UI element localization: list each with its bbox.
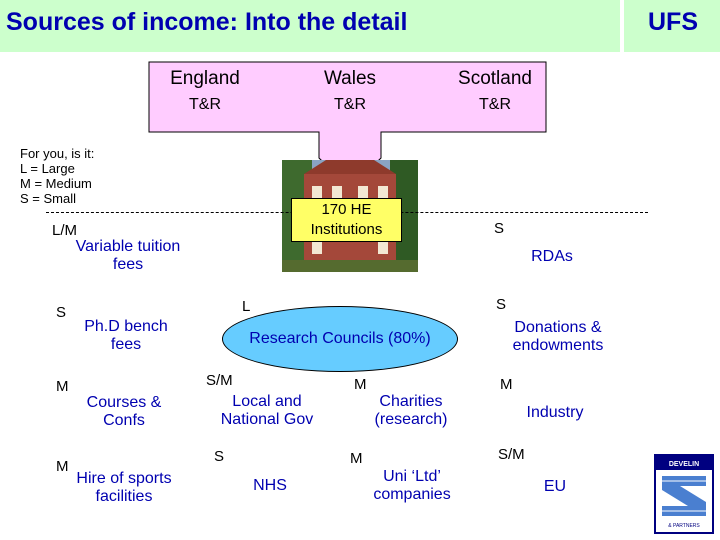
size-phd: S bbox=[56, 304, 67, 321]
size-sports: M bbox=[56, 458, 69, 475]
funder-scotland: Scotland bbox=[458, 68, 532, 89]
node-phd: Ph.D bench fees bbox=[70, 312, 182, 360]
node-charities: Charities (research) bbox=[348, 386, 474, 436]
size-eu: S/M bbox=[498, 446, 525, 463]
node-eu: EU bbox=[496, 460, 614, 514]
node-research: Research Councils (80%) bbox=[222, 306, 458, 372]
node-tuition: Variable tuition fees bbox=[70, 232, 186, 280]
node-courses: Courses & Confs bbox=[76, 388, 172, 436]
label-uni: Uni ‘Ltd’ companies bbox=[373, 468, 451, 503]
node-sports: Hire of sports facilities bbox=[76, 458, 172, 518]
develin-logo-suffix: & PARTNERS bbox=[668, 523, 700, 529]
brand-label: UFS bbox=[648, 8, 698, 36]
size-tuition: L/M bbox=[52, 222, 78, 239]
label-industry: Industry bbox=[526, 404, 584, 421]
node-nhs: NHS bbox=[206, 460, 334, 512]
size-industry: M bbox=[500, 376, 513, 393]
funder-england: England bbox=[170, 68, 240, 89]
label-local: Local and National Gov bbox=[220, 393, 314, 428]
size-uni: M bbox=[350, 450, 363, 467]
develin-logo-name: DEVELIN bbox=[669, 461, 699, 468]
label-tuition: Variable tuition fees bbox=[75, 238, 181, 273]
size-local: S/M bbox=[206, 372, 233, 389]
title-bar bbox=[0, 0, 620, 52]
size-legend: For you, is it: L = Large M = Medium S =… bbox=[20, 146, 95, 206]
size-rdas: S bbox=[494, 220, 505, 237]
label-research: Research Councils (80%) bbox=[249, 330, 431, 347]
node-uni: Uni ‘Ltd’ companies bbox=[350, 460, 474, 512]
funder-scotland-sub: T&R bbox=[479, 96, 511, 113]
label-sports: Hire of sports facilities bbox=[76, 470, 172, 505]
node-donations: Donations & endowments bbox=[496, 312, 620, 362]
label-courses: Courses & Confs bbox=[86, 394, 162, 429]
funder-wales-sub: T&R bbox=[334, 96, 366, 113]
size-charities: M bbox=[354, 376, 367, 393]
brand-bar bbox=[624, 0, 720, 52]
size-nhs: S bbox=[214, 448, 225, 465]
size-donations: S bbox=[496, 296, 507, 313]
label-phd: Ph.D bench fees bbox=[84, 318, 168, 353]
size-courses: M bbox=[56, 378, 69, 395]
node-industry: Industry bbox=[500, 392, 610, 434]
funder-wales: Wales bbox=[323, 68, 377, 89]
center-label: 170 HE Institutions bbox=[310, 201, 383, 238]
label-charities: Charities (research) bbox=[374, 393, 448, 428]
label-eu: EU bbox=[543, 478, 567, 495]
center-box: 170 HE Institutions bbox=[291, 198, 402, 242]
develin-logo: DEVELIN & PARTNERS bbox=[654, 454, 714, 534]
funder-england-sub: T&R bbox=[189, 96, 221, 113]
label-rdas: RDAs bbox=[531, 248, 573, 265]
label-nhs: NHS bbox=[253, 477, 287, 494]
size-research: L bbox=[242, 298, 251, 315]
node-local: Local and National Gov bbox=[204, 386, 330, 436]
page-title: Sources of income: Into the detail bbox=[6, 8, 408, 36]
node-rdas: RDAs bbox=[510, 240, 594, 274]
develin-logo-mark: DEVELIN & PARTNERS bbox=[656, 456, 712, 529]
label-donations: Donations & endowments bbox=[512, 319, 604, 354]
